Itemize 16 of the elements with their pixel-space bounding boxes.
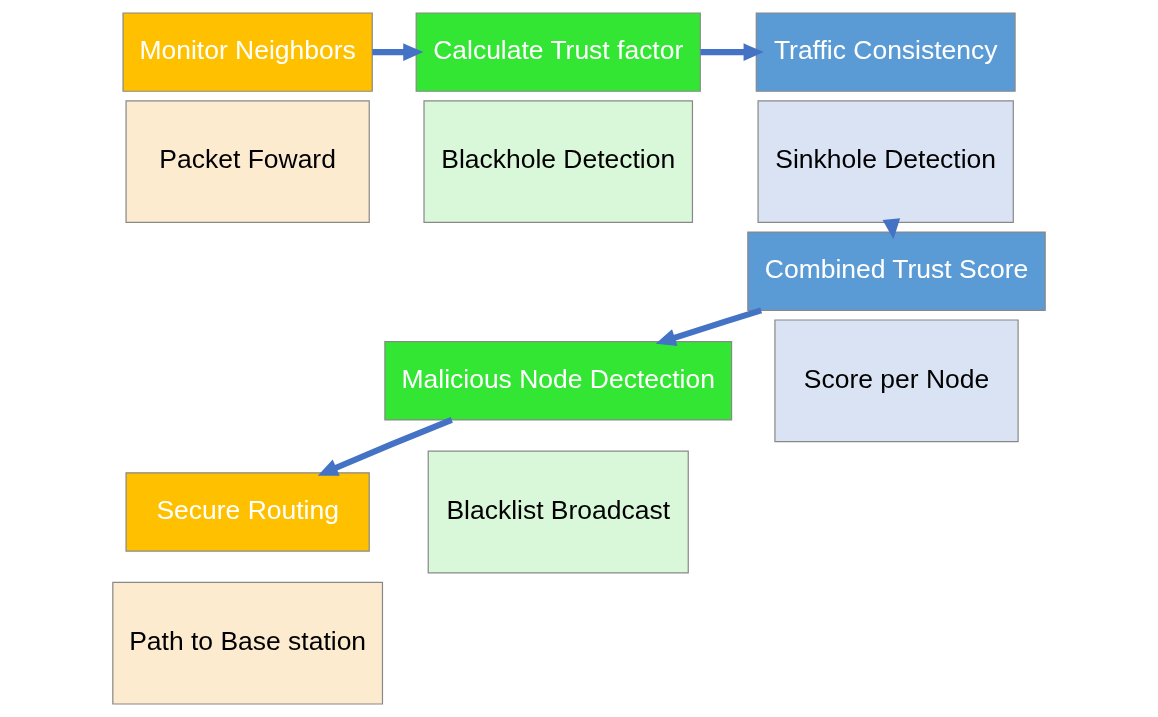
arrow (655, 307, 763, 346)
arrow (372, 43, 424, 61)
node-box: Packet Foward (125, 100, 370, 224)
node-box: Traffic Consistency (755, 12, 1016, 92)
node-box: Monitor Neighbors (122, 12, 373, 92)
node-box: Path to Base station (112, 581, 384, 705)
arrow (882, 218, 901, 240)
node-box: Score per Node (774, 319, 1019, 443)
node-box: Calculate Trust factor (415, 12, 701, 92)
arrow (317, 417, 453, 476)
node-box: Combined Trust Score (747, 231, 1046, 311)
node-box: Blackhole Detection (423, 100, 694, 224)
node-box: Secure Routing (125, 472, 370, 552)
node-box: Malicious Node Dectection (384, 341, 733, 421)
arrow (700, 43, 764, 61)
node-box: Blacklist Broadcast (427, 450, 689, 574)
